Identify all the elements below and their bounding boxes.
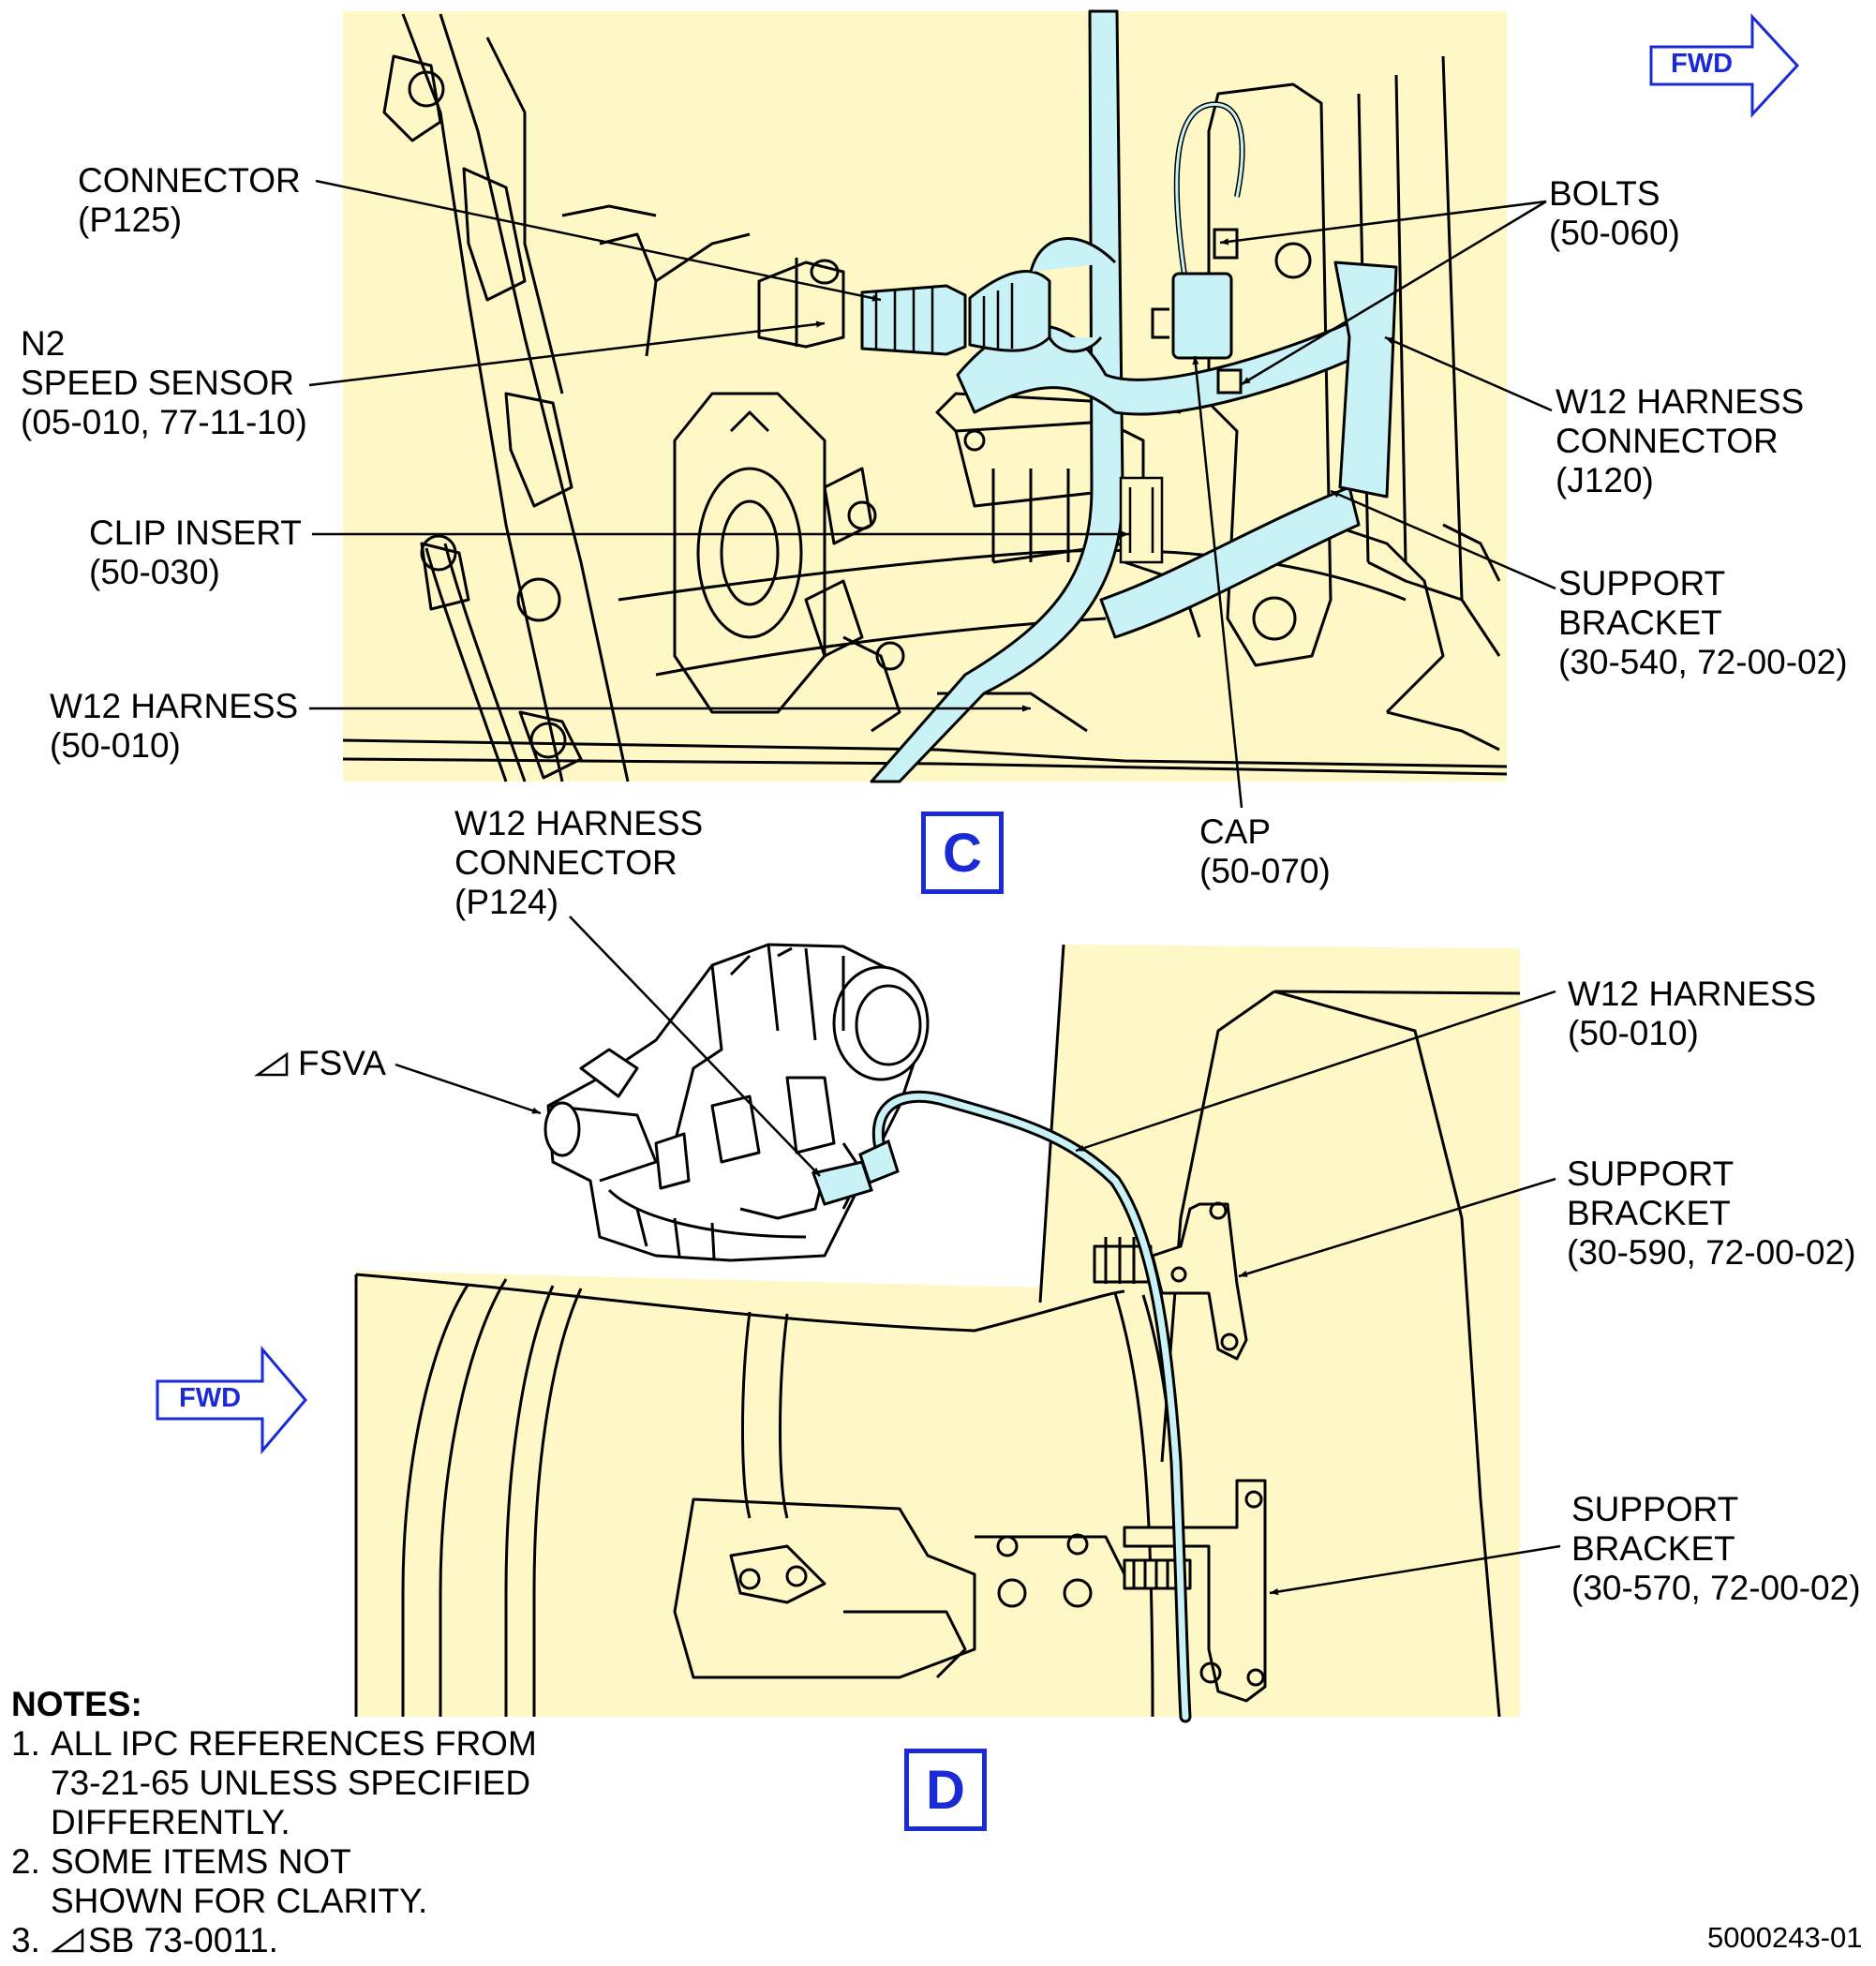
document-number: 5000243-01 bbox=[1707, 1921, 1863, 1954]
callout-w12-connector-j120: W12 HARNESS CONNECTOR (J120) bbox=[1556, 382, 1805, 499]
note-item: 3. SB 73-0011. bbox=[11, 1921, 537, 1960]
fsva-unit bbox=[543, 943, 930, 1262]
fwd-label-top: FWD bbox=[1671, 49, 1734, 79]
callout-w12-harness-c: W12 HARNESS (50-010) bbox=[50, 687, 299, 765]
callout-support-bracket-590: SUPPORT BRACKET (30-590, 72-00-02) bbox=[1567, 1154, 1856, 1272]
note-number: 2. bbox=[11, 1842, 40, 1881]
note-line: SHOWN FOR CLARITY. bbox=[51, 1882, 428, 1920]
view-d-background-lower bbox=[356, 1271, 1218, 1717]
fwd-label-bottom: FWD bbox=[179, 1383, 242, 1413]
notes-block: NOTES: 1. ALL IPC REFERENCES FROM 73-21-… bbox=[11, 1685, 537, 1960]
note-line: 73-21-65 UNLESS SPECIFIED bbox=[51, 1764, 531, 1802]
note-number: 1. bbox=[11, 1724, 40, 1763]
callout-support-bracket-540: SUPPORT BRACKET (30-540, 72-00-02) bbox=[1558, 564, 1848, 681]
sb-flag-icon bbox=[51, 1928, 84, 1953]
notes-title: NOTES: bbox=[11, 1685, 142, 1723]
note-line: DIFFERENTLY. bbox=[51, 1803, 290, 1841]
note-item: 2. SOME ITEMS NOT SHOWN FOR CLARITY. bbox=[11, 1842, 537, 1921]
fwd-arrow-top-shape bbox=[1649, 13, 1800, 118]
callout-clip-insert: CLIP INSERT (50-030) bbox=[89, 514, 302, 591]
fwd-arrow-bottom-shape bbox=[156, 1345, 307, 1455]
view-d-illustration bbox=[354, 943, 1521, 1723]
callout-support-bracket-570: SUPPORT BRACKET (30-570, 72-00-02) bbox=[1571, 1490, 1861, 1607]
callout-w12-harness-d: W12 HARNESS (50-010) bbox=[1568, 975, 1817, 1052]
sb-flag-icon bbox=[254, 1051, 289, 1077]
view-c-illustration bbox=[342, 9, 1508, 783]
note-number: 3. bbox=[11, 1921, 40, 1959]
leader-lines bbox=[308, 179, 1561, 1596]
note-line: ALL IPC REFERENCES FROM bbox=[51, 1724, 537, 1763]
note-line: SB 73-0011. bbox=[88, 1921, 278, 1959]
view-c-marker: C bbox=[921, 812, 1004, 894]
callout-fsva: FSVA bbox=[298, 1044, 386, 1082]
callout-cap: CAP (50-070) bbox=[1199, 812, 1331, 890]
note-line: SOME ITEMS NOT bbox=[51, 1842, 351, 1881]
note-item: 1. ALL IPC REFERENCES FROM 73-21-65 UNLE… bbox=[11, 1724, 537, 1842]
callout-w12-connector-p124: W12 HARNESS CONNECTOR (P124) bbox=[454, 804, 704, 921]
view-d-marker: D bbox=[904, 1749, 987, 1831]
callout-bolts: BOLTS (50-060) bbox=[1549, 174, 1680, 252]
callout-n2-speed-sensor: N2 SPEED SENSOR (05-010, 77-11-10) bbox=[21, 324, 307, 441]
callout-connector-p125: CONNECTOR (P125) bbox=[78, 161, 301, 239]
